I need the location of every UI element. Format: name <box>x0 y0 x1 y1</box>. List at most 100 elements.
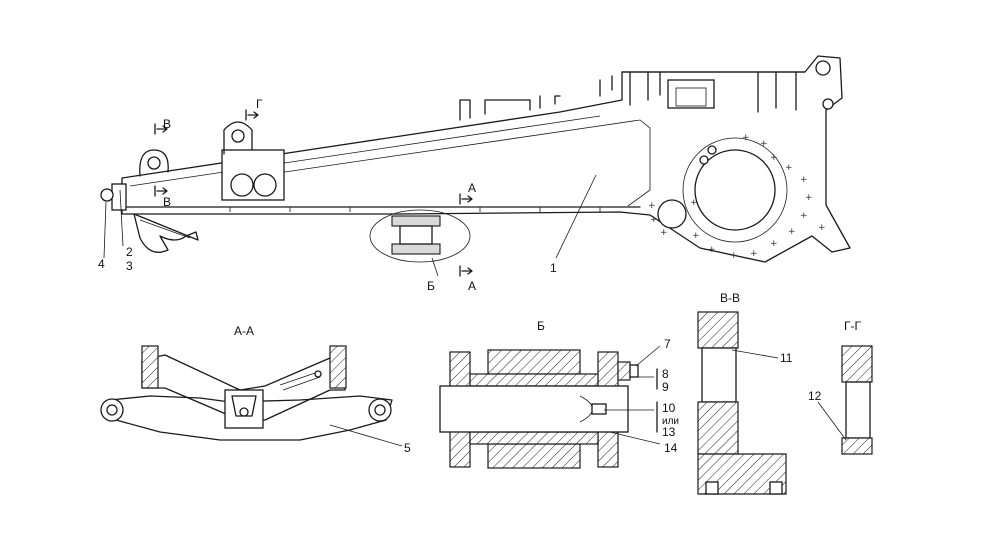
svg-text:+: + <box>800 175 808 185</box>
svg-text:+: + <box>742 133 750 143</box>
svg-text:+: + <box>708 245 716 255</box>
frame-bore-flange <box>682 137 788 243</box>
frame-bolt-hole <box>707 145 717 155</box>
svg-text:+: + <box>770 153 778 163</box>
aa-right-post <box>329 345 347 389</box>
aa-right-eye-bore <box>374 404 386 416</box>
label-ili: или <box>662 416 679 427</box>
b-lower-liner <box>469 431 599 445</box>
section-gg-view: Г-Г 12 <box>808 319 873 455</box>
section-aa-title: А-А <box>234 324 254 338</box>
frame-front-pin <box>100 188 114 202</box>
label-part-9: 9 <box>662 380 669 394</box>
frame-web <box>229 119 651 207</box>
label-part-8: 8 <box>662 367 669 381</box>
vv-bushing-bore <box>701 347 737 403</box>
main-frame-view: ++ ++ ++ ++ ++ ++ ++ ++ ++ <box>100 55 851 277</box>
svg-text:+: + <box>818 223 826 233</box>
aa-strut-pin <box>314 370 322 378</box>
aa-center-hole <box>239 407 249 417</box>
svg-text:А: А <box>468 279 476 293</box>
label-part-11: 11 <box>780 351 793 365</box>
leader-5 <box>329 424 403 447</box>
detail-b-title: Б <box>537 319 545 333</box>
svg-text:+: + <box>750 249 758 259</box>
leader-11 <box>731 349 779 359</box>
svg-text:А: А <box>468 181 476 195</box>
svg-text:+: + <box>650 215 658 225</box>
frame-tow-hook <box>133 213 199 253</box>
frame-top-details <box>459 75 613 121</box>
vv-foot-notch-right <box>769 481 783 495</box>
svg-text:+: + <box>648 201 656 211</box>
detail-b-callout-ring <box>369 209 471 263</box>
bracket-body <box>399 225 433 245</box>
b-end-cap <box>617 361 631 381</box>
aa-strut <box>279 371 321 391</box>
label-part-14: 14 <box>664 441 678 455</box>
leader-1 <box>555 174 597 259</box>
b-upper-sleeve <box>487 349 581 375</box>
leader-12 <box>817 401 847 441</box>
svg-text:+: + <box>760 139 768 149</box>
vv-foot-notch-left <box>705 481 719 495</box>
svg-text:Г: Г <box>256 97 263 111</box>
svg-text:+: + <box>785 163 793 173</box>
frame-hook-hatch <box>139 219 191 239</box>
svg-text:+: + <box>692 231 700 241</box>
frame-main-bore <box>694 149 776 231</box>
aa-left-eye-bore <box>106 404 118 416</box>
b-grease-fitting <box>591 403 607 415</box>
label-part-12: 12 <box>808 389 822 403</box>
label-part-4: 4 <box>98 257 105 271</box>
gg-lower-plate <box>841 437 873 455</box>
section-markers: В В Г А А Б <box>154 97 476 293</box>
frame-top-hole <box>822 98 834 110</box>
frame-front-ear <box>139 149 169 177</box>
svg-text:+: + <box>788 227 796 237</box>
frame-lug-hole-left <box>230 173 254 197</box>
frame-front-plate <box>111 183 127 211</box>
leader-14 <box>609 431 661 445</box>
detail-b-leader <box>431 257 439 277</box>
bracket-upper-bushing <box>391 215 441 227</box>
svg-text:Б: Б <box>427 279 435 293</box>
vv-base-foot <box>697 453 787 495</box>
leader-4 <box>103 201 107 259</box>
section-gg-title: Г-Г <box>844 319 861 333</box>
aa-left-post <box>141 345 159 389</box>
frame-access-window <box>667 79 715 109</box>
aa-center-bracket <box>231 395 257 417</box>
svg-text:+: + <box>805 193 813 203</box>
gg-bushing-bore <box>845 381 871 439</box>
b-lower-sleeve <box>487 443 581 469</box>
section-vv-title: В-В <box>720 291 740 305</box>
label-part-1: 1 <box>550 261 557 275</box>
label-part-5: 5 <box>404 441 411 455</box>
gg-upper-plate <box>841 345 873 383</box>
frame-top-pin <box>815 60 831 76</box>
label-part-10: 10 <box>662 401 676 415</box>
frame-stud-row <box>229 207 601 212</box>
frame-upper-rails <box>621 71 806 113</box>
frame-window-inner <box>675 87 707 107</box>
svg-text:+: + <box>690 198 698 208</box>
svg-text:В: В <box>163 117 171 131</box>
b-upper-liner <box>469 373 599 387</box>
label-part-7: 7 <box>664 337 671 351</box>
svg-text:+: + <box>770 239 778 249</box>
section-vv-view: В-В 11 <box>697 291 793 495</box>
leader-7 <box>635 345 661 367</box>
vv-middle-plate <box>697 401 739 455</box>
frame-top-flange <box>129 115 601 187</box>
frame-bolt-hole <box>699 155 709 165</box>
leader-2-3 <box>119 189 124 247</box>
detail-b-view: Б 7 8 9 10 или 13 14 <box>439 319 679 469</box>
label-part-3: 3 <box>126 259 133 273</box>
label-part-13: 13 <box>662 425 676 439</box>
label-part-2: 2 <box>126 245 133 259</box>
b-bolt-head <box>629 364 639 378</box>
frame-top-ear <box>223 121 253 155</box>
frame-front-ear-hole <box>147 156 161 170</box>
